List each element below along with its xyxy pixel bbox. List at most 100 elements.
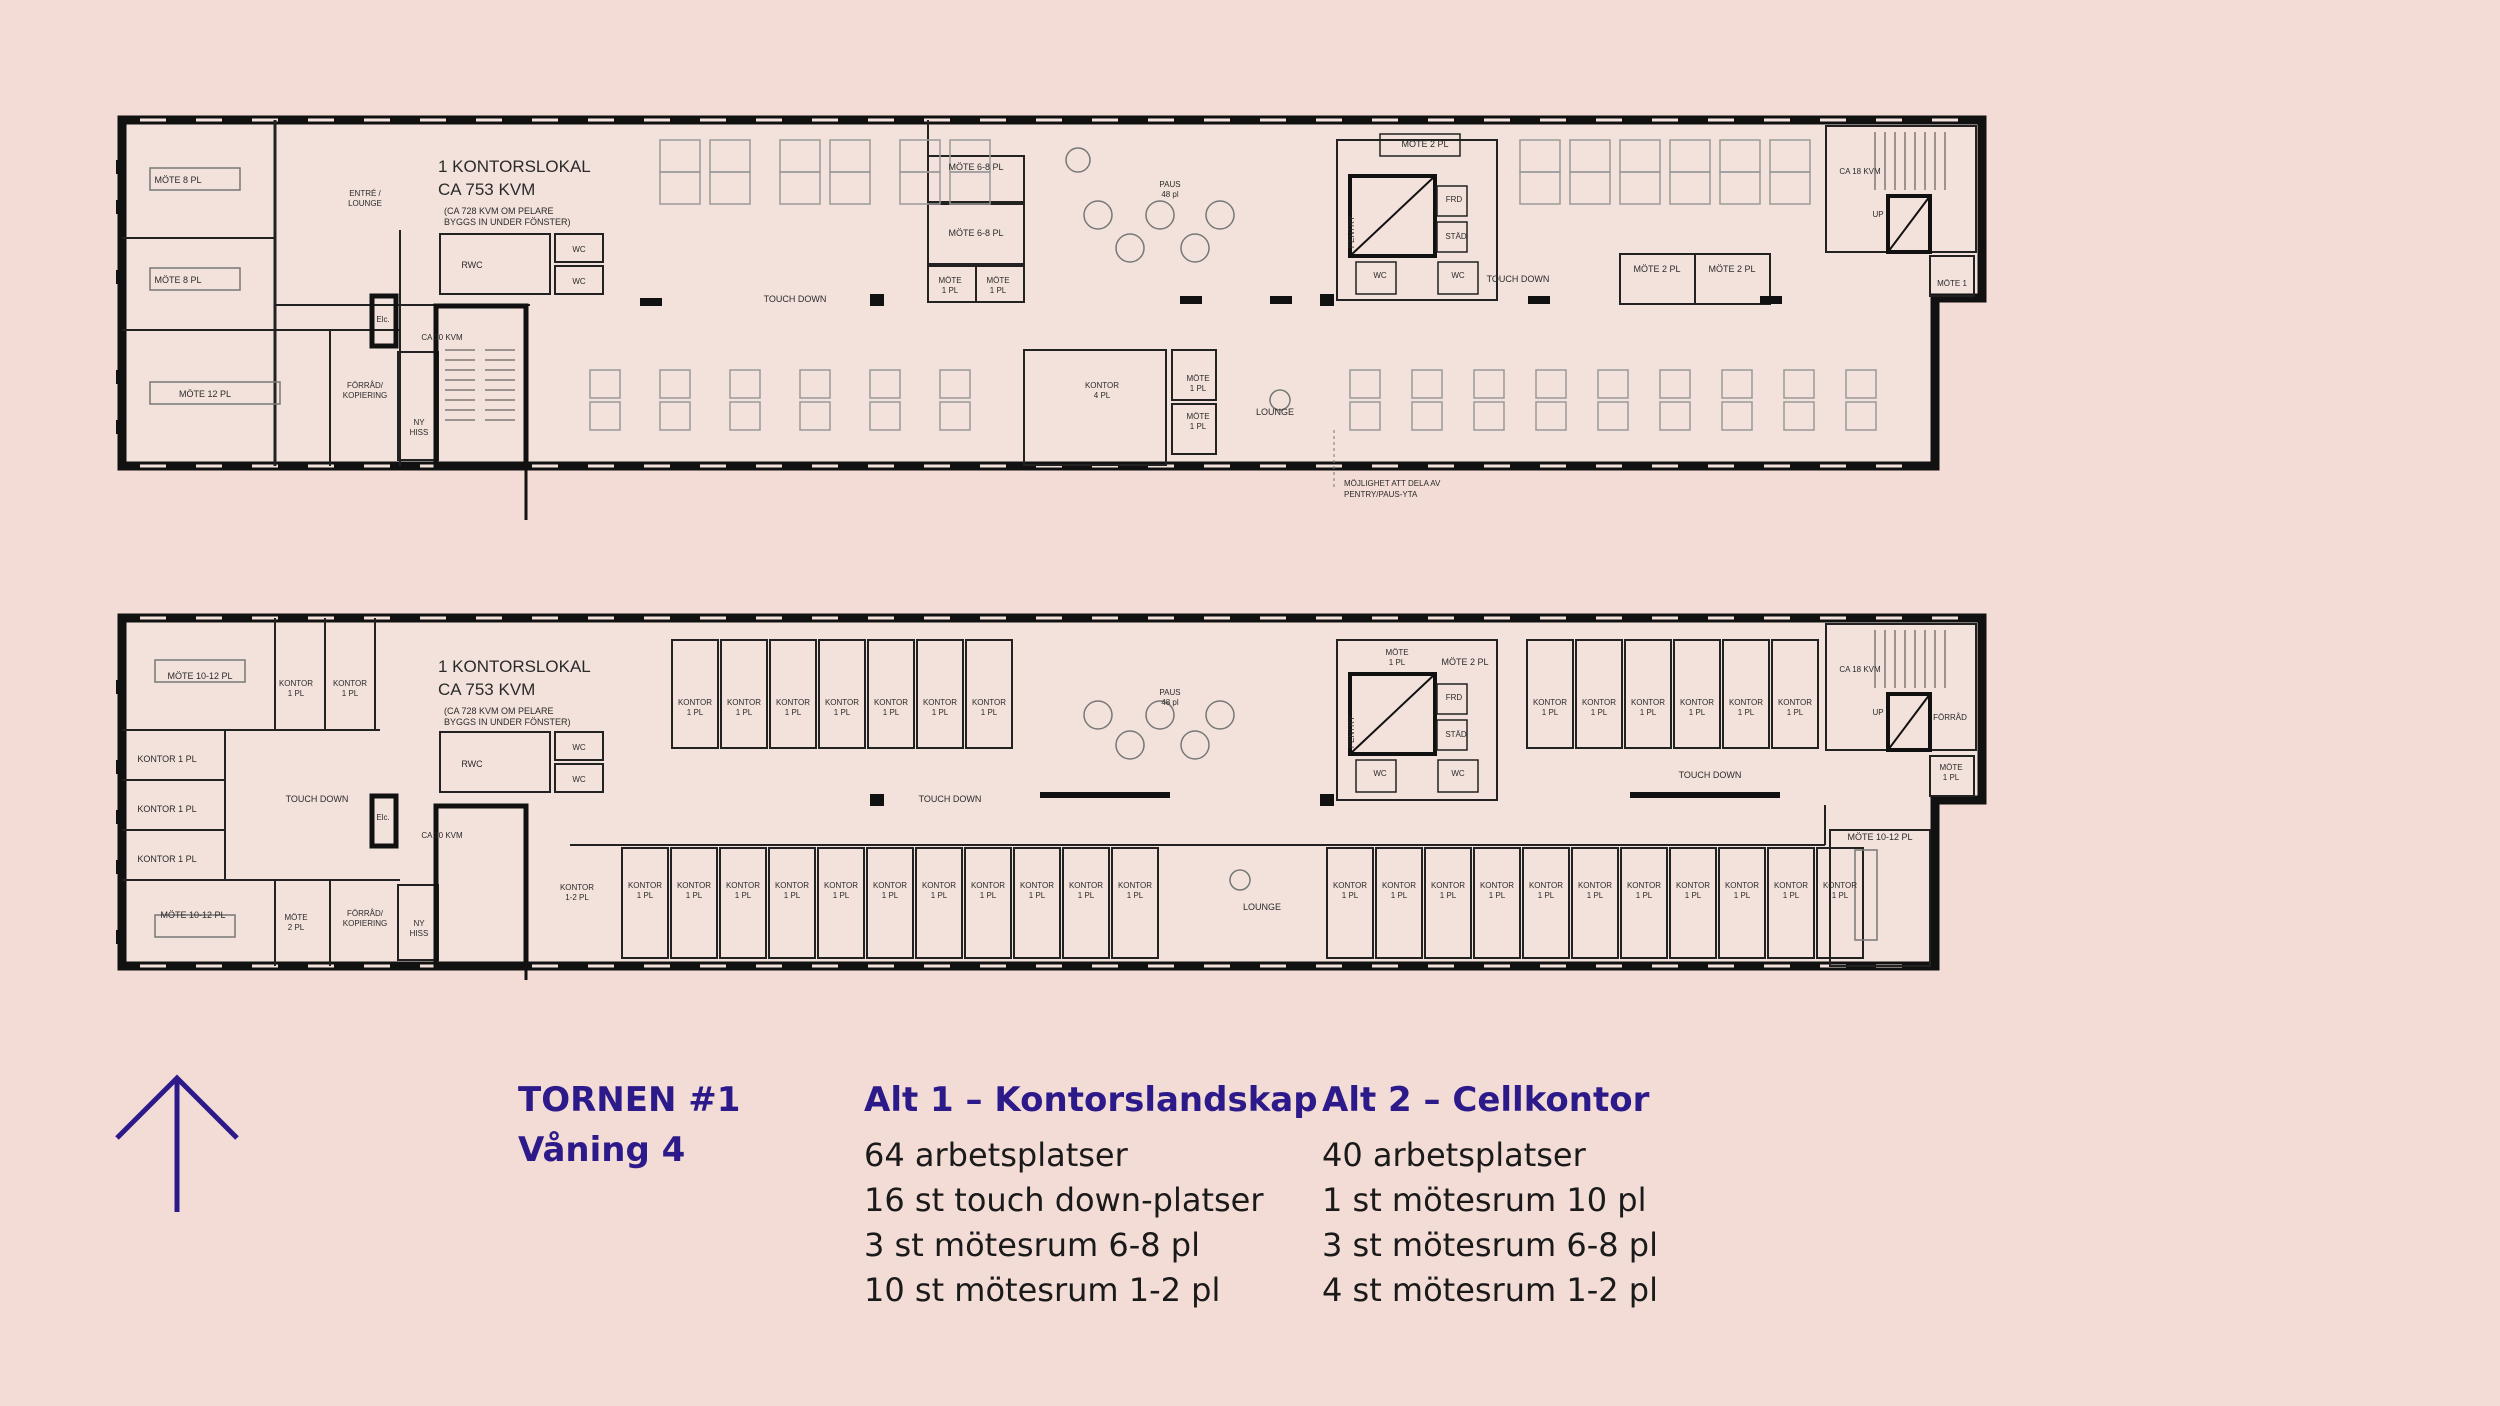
desk (1569, 171, 1611, 205)
alt2-item: 4 st mötesrum 1-2 pl (1322, 1271, 1658, 1309)
room-label-mote2c: MÖTE 2 PL (1708, 264, 1755, 274)
desk (1619, 171, 1661, 205)
room-label-mote8a: MÖTE 8 PL (154, 175, 201, 185)
room-label-rwc: RWC (461, 260, 483, 270)
room-label-ca18: CA 18 KVM (1839, 167, 1881, 176)
room-label-mote1012a: MÖTE 10-12 PL (167, 671, 232, 681)
office-cell (1718, 847, 1766, 959)
room-label-kl3: KONTOR 1 PL (137, 854, 196, 864)
room-label-up: UP (1872, 708, 1883, 717)
office-cell (1771, 639, 1819, 749)
room-label-stad: STÄD (1445, 730, 1467, 739)
alt2-item: 1 st mötesrum 10 pl (1322, 1181, 1647, 1219)
office-cell (621, 847, 669, 959)
office-cell (866, 847, 914, 959)
room-label-rwc: RWC (461, 759, 483, 769)
plan1-annotation-line1: MÖJLIGHET ATT DELA AV (1344, 479, 1441, 488)
room-label-mote1012b: MÖTE 10-12 PL (160, 910, 225, 920)
alt2-item: 3 st mötesrum 6-8 pl (1322, 1226, 1658, 1264)
desk (1349, 401, 1381, 431)
office-cell (1111, 847, 1159, 959)
desk (939, 401, 971, 431)
desk (1597, 401, 1629, 431)
office-cell (916, 639, 964, 749)
desk (659, 401, 691, 431)
plan2-title-line1: 1 KONTORSLOKAL (438, 657, 591, 676)
alt2-heading: Alt 2 – Cellkontor (1322, 1080, 1650, 1120)
office-cell (1571, 847, 1619, 959)
room-label-wc4: WC (1451, 271, 1465, 280)
desk (709, 171, 751, 205)
office-cell (1526, 639, 1574, 749)
plan1-title-line1: 1 KONTORSLOKAL (438, 157, 591, 176)
alt1-item: 64 arbetsplatser (864, 1136, 1128, 1174)
office-cell (720, 639, 768, 749)
office-cell (1013, 847, 1061, 959)
plan2-note-line2: BYGGS IN UNDER FÖNSTER) (444, 717, 571, 727)
alt1-item: 10 st mötesrum 1-2 pl (864, 1271, 1221, 1309)
office-cell (719, 847, 767, 959)
desk (869, 401, 901, 431)
desk (949, 171, 991, 205)
plan2-note-line1: (CA 728 KVM OM PELARE (444, 706, 554, 716)
room-label-mote2pl: MÖTE 2 PL (1441, 657, 1488, 667)
desk (1411, 369, 1443, 399)
room-label-lounge: LOUNGE (1256, 407, 1294, 417)
plan1-title-line2: CA 753 KVM (438, 180, 535, 199)
plan1-note-line1: (CA 728 KVM OM PELARE (444, 206, 554, 216)
desk (779, 171, 821, 205)
room-label-forrad: FÖRRÅD/KOPIERING (343, 909, 387, 928)
office-cell (1473, 847, 1521, 959)
room-label-ca18: CA 18 KVM (1839, 665, 1881, 674)
office-cell (1424, 847, 1472, 959)
room-label-frd: FRD (1446, 195, 1463, 204)
room-label-wc3: WC (1373, 271, 1387, 280)
room-label-mote68a: MÖTE 6-8 PL (948, 162, 1003, 172)
office-cell (965, 639, 1013, 749)
desk (899, 171, 941, 205)
room-label-elc: Elc. (376, 315, 389, 324)
office-cell (768, 847, 816, 959)
desk (1721, 369, 1753, 399)
alt1-heading: Alt 1 – Kontorslandskap (864, 1080, 1318, 1120)
room-label-wc2: WC (572, 277, 586, 286)
office-cell (1722, 639, 1770, 749)
room-label-mote12: MÖTE 12 PL (179, 389, 231, 399)
desk (1845, 401, 1877, 431)
room-label-entre: ENTRÉ /LOUNGE (348, 189, 382, 208)
office-cell (1326, 847, 1374, 959)
room-label-td2: TOUCH DOWN (919, 794, 982, 804)
desk (1769, 171, 1811, 205)
desk (1473, 369, 1505, 399)
desk (1721, 401, 1753, 431)
room-label-pentry: PENTRY (1347, 215, 1356, 248)
room-label-lounge: LOUNGE (1243, 902, 1281, 912)
desk (729, 401, 761, 431)
